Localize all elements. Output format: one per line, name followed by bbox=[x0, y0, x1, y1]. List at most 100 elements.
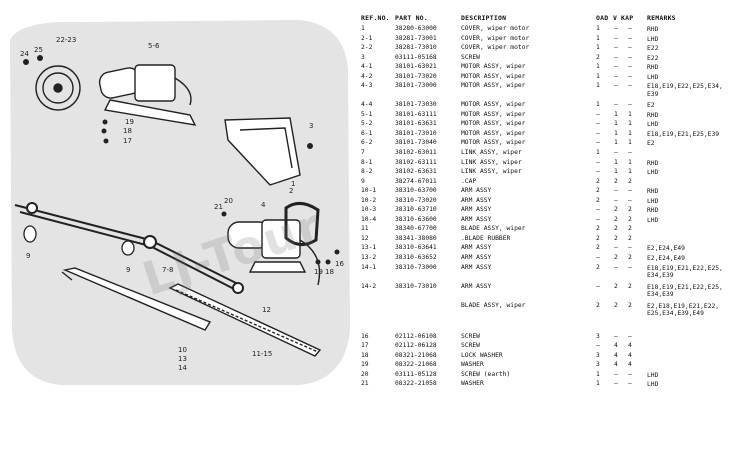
qty-oad-cell: – bbox=[596, 110, 600, 118]
ref-no-cell: 4-3 bbox=[361, 82, 373, 90]
header-ref-no: REF.NO. bbox=[361, 14, 390, 22]
remarks-cell: LHD bbox=[647, 169, 659, 177]
ref-no-cell: 10-3 bbox=[361, 206, 377, 214]
part-no-cell: 03111-05168 bbox=[395, 53, 437, 61]
part-no-cell: 38102-63011 bbox=[395, 149, 437, 157]
part-no-cell: 38101-73020 bbox=[395, 72, 437, 80]
callout-10: 10 bbox=[178, 346, 187, 354]
qty-oad-cell: 3 bbox=[596, 332, 600, 340]
cover-screw bbox=[307, 143, 313, 149]
description-cell: ARM ASSY bbox=[461, 282, 492, 290]
callout-9a: 9 bbox=[26, 252, 30, 260]
qty-v-cell: 1 bbox=[614, 110, 618, 118]
qty-v-cell: 1 bbox=[614, 129, 618, 137]
qty-v-cell: 2 bbox=[614, 301, 618, 309]
qty-oad-cell: – bbox=[596, 342, 600, 350]
screws-lower bbox=[221, 211, 340, 265]
callout-12: 12 bbox=[262, 306, 271, 314]
qty-kap-cell: – bbox=[628, 196, 632, 204]
qty-v-cell: 2 bbox=[614, 254, 618, 262]
callout-18: 18 bbox=[123, 127, 132, 135]
header-remarks: REMARKS bbox=[647, 14, 676, 22]
ref-no-cell: 19 bbox=[361, 361, 369, 369]
callout-1: 1 bbox=[291, 180, 295, 188]
description-cell: SCREW bbox=[461, 342, 480, 350]
ref-no-cell: 8-2 bbox=[361, 168, 373, 176]
ref-no-cell: 21 bbox=[361, 380, 369, 388]
remarks-cell: RHD bbox=[647, 64, 659, 72]
motor-cover-right bbox=[224, 117, 301, 186]
qty-kap-cell: 1 bbox=[628, 158, 632, 166]
part-no-cell: 38310-63700 bbox=[395, 187, 437, 195]
remarks-cell: LHD bbox=[647, 381, 659, 389]
qty-v-cell: 2 bbox=[614, 177, 618, 185]
qty-kap-cell: – bbox=[628, 187, 632, 195]
remarks-cell: E18,E19,E21,E22,E25, E34,E39 bbox=[647, 283, 723, 298]
header-oad: OAD bbox=[596, 14, 609, 22]
remarks-cell: E2,E24,E49 bbox=[647, 245, 685, 253]
description-cell: COVER, wiper motor bbox=[461, 25, 530, 32]
remarks-cell: E2 bbox=[647, 102, 655, 110]
qty-v-cell: – bbox=[614, 196, 618, 204]
qty-v-cell: 1 bbox=[614, 139, 618, 147]
remarks-cell: LHD bbox=[647, 73, 659, 81]
qty-v-cell: 2 bbox=[614, 282, 618, 290]
qty-oad-cell: 2 bbox=[596, 53, 600, 61]
callout-17: 17 bbox=[123, 137, 132, 145]
remarks-cell: E2 bbox=[647, 140, 655, 148]
description-cell: BLADE ASSY, wiper bbox=[461, 301, 526, 309]
qty-kap-cell: 1 bbox=[628, 120, 632, 128]
description-cell: ARM ASSY bbox=[461, 263, 492, 271]
part-no-cell: 38101-73000 bbox=[395, 82, 437, 90]
qty-v-cell: 1 bbox=[614, 158, 618, 166]
ref-no-cell: 11 bbox=[361, 225, 369, 233]
qty-v-cell: – bbox=[614, 101, 618, 109]
part-no-cell: 08322-21068 bbox=[395, 361, 437, 369]
remarks-cell: LHD bbox=[647, 35, 659, 43]
qty-kap-cell: – bbox=[628, 72, 632, 80]
qty-kap-cell: 1 bbox=[628, 139, 632, 147]
description-cell: LOCK WASHER bbox=[461, 351, 503, 359]
part-no-cell: 38101-63111 bbox=[395, 110, 437, 118]
ref-no-cell: 4-4 bbox=[361, 101, 373, 109]
description-cell: MOTOR ASSY, wiper bbox=[461, 63, 526, 71]
qty-kap-cell: 1 bbox=[628, 110, 632, 118]
description-cell: ARM ASSY bbox=[461, 244, 492, 252]
wiper-linkage bbox=[14, 202, 244, 294]
ref-no-cell: 12 bbox=[361, 234, 369, 242]
qty-kap-cell: 2 bbox=[628, 234, 632, 242]
qty-kap-cell: – bbox=[628, 244, 632, 252]
ref-no-cell: 4-2 bbox=[361, 72, 373, 80]
description-cell: MOTOR ASSY, wiper bbox=[461, 120, 526, 128]
ref-no-cell: 2-2 bbox=[361, 44, 373, 52]
description-cell: LINK ASSY, wiper bbox=[461, 158, 522, 166]
description-cell: MOTOR ASSY, wiper bbox=[461, 101, 526, 109]
qty-v-cell: 1 bbox=[614, 120, 618, 128]
qty-v-cell: – bbox=[614, 44, 618, 52]
callout-24: 24 bbox=[20, 50, 29, 58]
qty-oad-cell: 1 bbox=[596, 149, 600, 157]
qty-oad-cell: – bbox=[596, 282, 600, 290]
description-cell: MOTOR ASSY, wiper bbox=[461, 139, 526, 147]
qty-oad-cell: 2 bbox=[596, 177, 600, 185]
diagram-background bbox=[10, 20, 350, 385]
description-cell: ARM ASSY bbox=[461, 206, 492, 214]
wiper-motor-lower bbox=[227, 219, 321, 286]
wiper-diagram-svg: 25 24 22-23 5-6 19 18 17 3 2 1 20 21 4 1… bbox=[10, 20, 350, 385]
qty-oad-cell: – bbox=[596, 120, 600, 128]
qty-v-cell: – bbox=[614, 34, 618, 42]
callout-11-15: 11-15 bbox=[252, 350, 272, 358]
remarks-cell: E18,E19,E21,E22,E25, E34,E39 bbox=[647, 264, 723, 279]
ref-no-cell: 6-1 bbox=[361, 129, 373, 137]
ref-no-cell: 13-1 bbox=[361, 244, 377, 252]
